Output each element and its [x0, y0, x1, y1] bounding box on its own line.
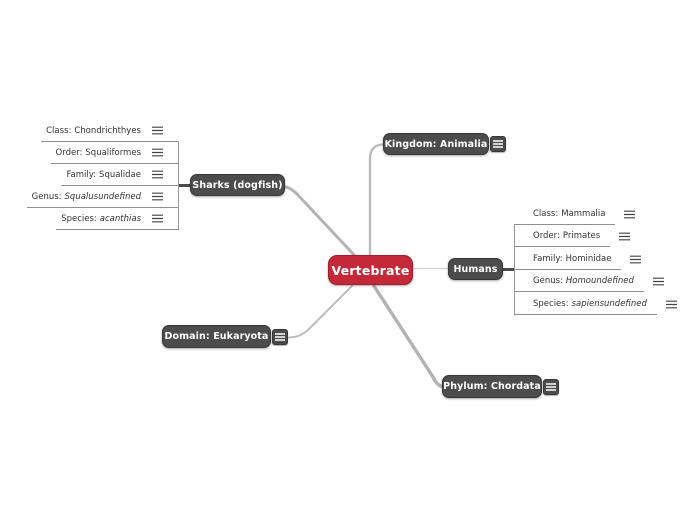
row-label: Genus:Homoundefined [514, 270, 644, 292]
connector-vertebrate-kingdom [368, 143, 386, 260]
row-menu-icon[interactable] [151, 148, 164, 157]
row-label: Species:sapiensundefined [514, 293, 657, 315]
row-label: Family:Hominidae [514, 248, 622, 270]
row-menu-icon[interactable] [151, 214, 164, 223]
row-label: Family:Squalidae [66, 169, 141, 180]
sharks-row-order[interactable]: Order:Squaliformes [50, 142, 178, 164]
row-label: Order:Squaliformes [55, 147, 141, 158]
sharks-row-class[interactable]: Class:Chondrichthyes [41, 120, 178, 142]
node-sharks-dogfish[interactable]: Sharks (dogfish) [190, 174, 285, 196]
node-phylum-chordata[interactable]: Phylum: Chordata [442, 375, 542, 398]
menu-icon [275, 333, 285, 341]
menu-icon [493, 140, 503, 148]
row-menu-icon[interactable] [665, 300, 678, 309]
row-label: Order:Primates [514, 225, 611, 247]
node-vertebrate-label: Vertebrate [331, 262, 410, 278]
row-menu-icon[interactable] [151, 170, 164, 179]
sharks-row-family[interactable]: Family:Squalidae [61, 164, 178, 186]
node-humans[interactable]: Humans [448, 258, 503, 280]
phylum-menu-button[interactable] [543, 379, 559, 395]
row-menu-icon[interactable] [623, 210, 636, 219]
row-menu-icon[interactable] [652, 277, 665, 286]
row-menu-icon[interactable] [151, 192, 164, 201]
row-menu-icon[interactable] [618, 232, 631, 241]
node-sharks-label: Sharks (dogfish) [192, 179, 283, 191]
domain-menu-button[interactable] [272, 329, 288, 345]
node-domain-label: Domain: Eukaryota [164, 331, 269, 342]
connector-vertebrate-phylum [372, 284, 447, 389]
menu-icon [546, 383, 556, 391]
humans-row-family[interactable]: Family:Hominidae [514, 248, 642, 270]
humans-row-class[interactable]: Class:Mammalia [514, 203, 636, 225]
node-kingdom-animalia[interactable]: Kingdom: Animalia [383, 133, 489, 155]
node-phylum-label: Phylum: Chordata [443, 381, 541, 392]
node-vertebrate[interactable]: Vertebrate [328, 255, 413, 285]
connector-vertebrate-domain [288, 285, 353, 339]
node-domain-eukaryota[interactable]: Domain: Eukaryota [162, 325, 271, 348]
humans-row-genus[interactable]: Genus:Homoundefined [514, 270, 665, 292]
row-label: Genus:Squalusundefined [31, 191, 141, 202]
sharks-row-species[interactable]: Species:acanthias [56, 208, 178, 230]
humans-row-order[interactable]: Order:Primates [514, 225, 631, 247]
row-menu-icon[interactable] [151, 126, 164, 135]
node-kingdom-label: Kingdom: Animalia [384, 138, 488, 150]
row-label: Class:Mammalia [514, 203, 616, 225]
row-label: Species:acanthias [61, 213, 141, 224]
row-menu-icon[interactable] [629, 255, 642, 264]
node-humans-label: Humans [453, 263, 498, 275]
sharks-row-genus[interactable]: Genus:Squalusundefined [26, 186, 178, 208]
kingdom-menu-button[interactable] [490, 136, 506, 152]
humans-row-species[interactable]: Species:sapiensundefined [514, 293, 678, 315]
connector-vertebrate-sharks [281, 185, 358, 259]
row-label: Class:Chondrichthyes [46, 125, 141, 136]
